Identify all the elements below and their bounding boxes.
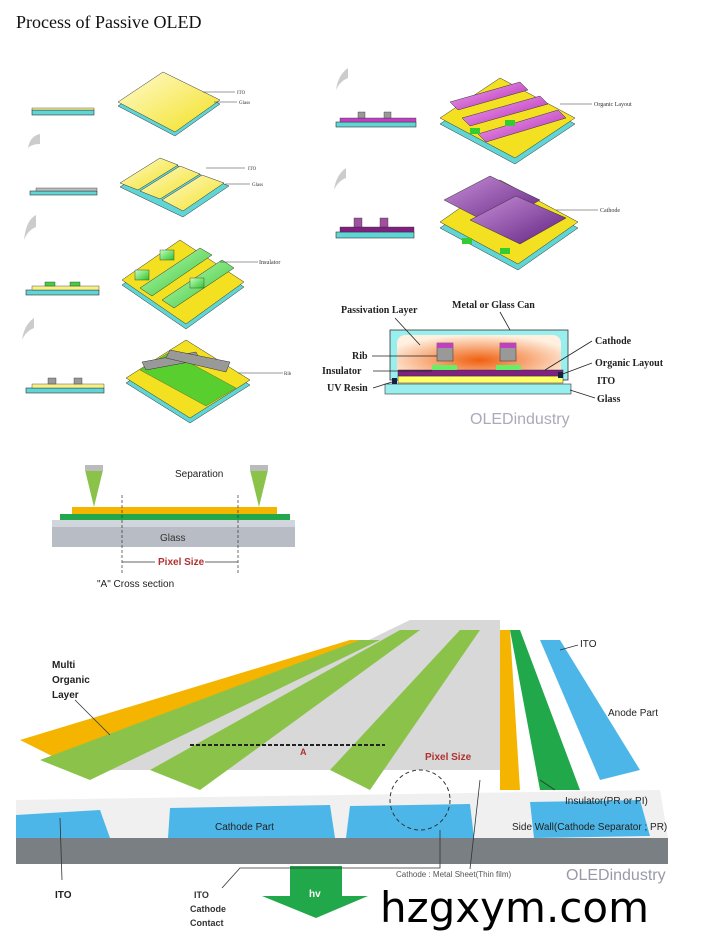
- label-contact-ito: ITO: [194, 890, 209, 900]
- label-pixel-size: Pixel Size: [158, 557, 205, 568]
- label-layer: Layer: [52, 690, 79, 701]
- step5-side-view: [335, 111, 417, 128]
- a-cross-section-diagram: Glass Separation Pixel Size "A" Cross se…: [52, 465, 295, 590]
- step2-side-view: [29, 187, 98, 196]
- label-contact-cathode: Cathode: [190, 904, 226, 914]
- step-arrows: [22, 68, 348, 340]
- step5-3d-organic: Organic Layout: [439, 77, 632, 165]
- step1-side-view: [31, 107, 95, 116]
- label-ito-top: ITO: [580, 639, 597, 650]
- label-rib: Rib: [352, 351, 368, 362]
- cross-section-caption: "A" Cross section: [97, 579, 174, 590]
- site-watermark: hzgxym.com: [380, 883, 650, 932]
- label-organic-layout: Organic Layout: [595, 358, 664, 369]
- label-ito: ITO: [237, 91, 246, 96]
- label-anode-part: Anode Part: [608, 708, 658, 719]
- step6-side-view: [335, 217, 415, 239]
- label-pixel-size: Pixel Size: [425, 752, 472, 763]
- label-cathode-metal: Cathode : Metal Sheet(Thin film): [396, 870, 511, 879]
- label-ito: ITO: [597, 376, 615, 387]
- step6-3d-cathode: Cathode: [439, 175, 620, 271]
- label-passivation-layer: Passivation Layer: [341, 305, 418, 316]
- step4-3d-rib: Rib: [125, 339, 292, 424]
- page-title: Process of Passive OLED: [16, 12, 202, 32]
- label-ito: ITO: [248, 167, 257, 172]
- label-ito-bottom: ITO: [55, 890, 72, 901]
- label-contact: Contact: [190, 918, 224, 928]
- step4-side-view: [25, 377, 105, 394]
- label-glass: Glass: [160, 533, 186, 544]
- label-hv: hv: [309, 889, 321, 900]
- label-metal-glass-can: Metal or Glass Can: [452, 300, 535, 311]
- label-insulator: Insulator: [322, 366, 362, 377]
- label-glass: Glass: [252, 183, 263, 188]
- step2-3d-ito-stripes: ITO Glass: [119, 157, 263, 218]
- label-rib: Rib: [284, 372, 292, 377]
- label-cathode: Cathode: [595, 336, 632, 347]
- label-insulator: Insulator(PR or PI): [565, 796, 648, 807]
- label-insulator: Insulator: [259, 260, 280, 266]
- step3-3d-insulator: Insulator: [121, 239, 280, 330]
- step3-side-view: [25, 281, 100, 296]
- label-uv-resin: UV Resin: [327, 383, 368, 394]
- encapsulation-diagram: Passivation Layer Metal or Glass Can Rib…: [322, 300, 664, 428]
- label-glass: Glass: [239, 101, 250, 106]
- label-organic: Organic: [52, 675, 90, 686]
- panel-perspective-diagram: hv Multi Organic Layer ITO Anode Part Pi…: [16, 620, 668, 928]
- label-a-marker: A: [300, 747, 307, 757]
- label-side-wall: Side Wall(Cathode Separator ; PR): [512, 822, 667, 833]
- label-organic-layout: Organic Layout: [594, 102, 632, 108]
- label-glass: Glass: [597, 394, 620, 405]
- label-cathode-part: Cathode Part: [215, 822, 274, 833]
- label-multi: Multi: [52, 660, 76, 671]
- step1-3d-substrate: ITO Glass: [117, 71, 250, 137]
- label-cathode: Cathode: [600, 208, 620, 214]
- watermark-oledindustry: OLEDindustry: [566, 867, 666, 884]
- label-separation: Separation: [175, 469, 223, 480]
- watermark-oledindustry: OLEDindustry: [470, 411, 570, 428]
